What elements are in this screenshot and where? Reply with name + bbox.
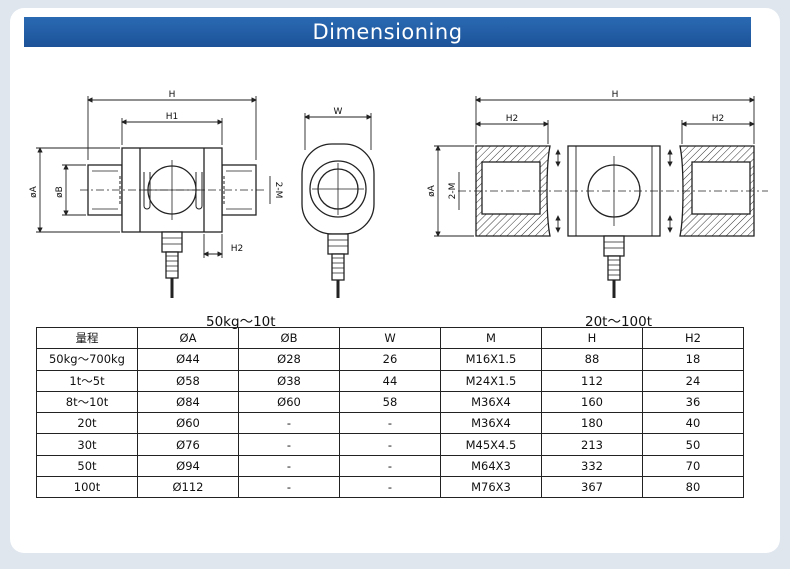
table-cell: 332 <box>541 454 643 478</box>
dim-label-h2-right: H2 <box>712 114 725 124</box>
dim-label-h2-left: H2 <box>506 114 519 124</box>
table-cell: Ø44 <box>137 348 239 371</box>
table-cell: Ø112 <box>137 476 239 499</box>
table-header: ØB <box>238 326 340 350</box>
dim-label-h-right: H <box>612 90 619 100</box>
table-cell: M36X4 <box>440 390 542 414</box>
table-header: M <box>440 326 542 350</box>
table-cell: M24X1.5 <box>440 369 542 392</box>
dim-label-m: 2-M <box>273 182 283 199</box>
table-cell: 36 <box>642 390 744 414</box>
table-cell: 40 <box>642 412 744 435</box>
table-cell: 367 <box>541 476 643 499</box>
right-view <box>458 145 768 298</box>
dim-label-h1: H1 <box>166 112 179 122</box>
table-cell: - <box>339 412 441 435</box>
dim-label-m-right: 2-M <box>448 183 458 200</box>
table-row: 50t Ø94 - - M64X3 332 70 <box>36 454 744 478</box>
table-cell: 58 <box>339 390 441 414</box>
table-row: 1t〜5t Ø58 Ø38 44 M24X1.5 112 24 <box>36 369 744 392</box>
table-cell: 44 <box>339 369 441 392</box>
table-header: 量程 <box>36 326 138 350</box>
table-cell: - <box>238 433 340 456</box>
end-view-dimension <box>304 113 372 150</box>
table-cell: 112 <box>541 369 643 392</box>
table-cell: 160 <box>541 390 643 414</box>
table-cell: 30t <box>36 433 138 456</box>
table-cell: - <box>339 476 441 499</box>
table-header: ØA <box>137 326 239 350</box>
section-banner: Dimensioning <box>24 17 751 47</box>
table-cell: M45X4.5 <box>440 433 542 456</box>
table-cell: 50 <box>642 433 744 456</box>
dimension-table: 量程 ØA ØB W M H H2 50kg〜700kg Ø44 Ø28 26 … <box>36 326 744 499</box>
table-cell: 213 <box>541 433 643 456</box>
table-cell: Ø76 <box>137 433 239 456</box>
table-cell: 1t〜5t <box>36 369 138 392</box>
table-cell: 70 <box>642 454 744 478</box>
dim-label-h: H <box>169 90 176 100</box>
table-row: 100t Ø112 - - M76X3 367 80 <box>36 476 744 499</box>
table-cell: Ø84 <box>137 390 239 414</box>
table-cell: M76X3 <box>440 476 542 499</box>
table-cell: - <box>238 454 340 478</box>
table-cell: Ø58 <box>137 369 239 392</box>
table-cell: Ø28 <box>238 348 340 371</box>
section-title: Dimensioning <box>312 20 463 44</box>
right-dimension-lines <box>434 96 755 237</box>
table-cell: - <box>238 476 340 499</box>
left-end-view <box>301 143 375 298</box>
table-cell: 26 <box>339 348 441 371</box>
table-cell: - <box>339 433 441 456</box>
table-cell: M16X1.5 <box>440 348 542 371</box>
table-cell: 20t <box>36 412 138 435</box>
table-row: 8t〜10t Ø84 Ø60 58 M36X4 160 36 <box>36 390 744 414</box>
dim-label-h2: H2 <box>231 244 244 254</box>
table-cell: Ø94 <box>137 454 239 478</box>
table-row: 30t Ø76 - - M45X4.5 213 50 <box>36 433 744 456</box>
table-header: H <box>541 326 643 350</box>
dim-label-w: W <box>334 107 343 117</box>
table-cell: - <box>238 412 340 435</box>
table-header: H2 <box>642 326 744 350</box>
dim-label-phi-a-right: øA <box>427 184 437 197</box>
table-header-row: 量程 ØA ØB W M H H2 <box>36 326 744 350</box>
table-cell: M36X4 <box>440 412 542 435</box>
dim-label-phi-b: øB <box>55 186 65 198</box>
table-cell: 24 <box>642 369 744 392</box>
table-cell: 8t〜10t <box>36 390 138 414</box>
dim-label-phi-a: øA <box>29 185 39 198</box>
table-cell: Ø60 <box>137 412 239 435</box>
left-side-view <box>80 147 264 298</box>
left-dimension-lines <box>36 96 271 258</box>
table-cell: 88 <box>541 348 643 371</box>
table-row: 50kg〜700kg Ø44 Ø28 26 M16X1.5 88 18 <box>36 348 744 371</box>
right-caption: 20t〜100t <box>585 314 653 330</box>
table-cell: M64X3 <box>440 454 542 478</box>
left-caption: 50kg〜10t <box>206 314 276 330</box>
right-dimension-labels: H H2 H2 øA 2-M <box>427 90 724 199</box>
table-cell: 100t <box>36 476 138 499</box>
table-header: W <box>339 326 441 350</box>
left-dimension-labels: H H1 øA øB 2-M H2 <box>29 90 283 254</box>
table-cell: Ø60 <box>238 390 340 414</box>
table-cell: 80 <box>642 476 744 499</box>
table-cell: 50kg〜700kg <box>36 348 138 371</box>
table-cell: Ø38 <box>238 369 340 392</box>
table-cell: 18 <box>642 348 744 371</box>
table-cell: 180 <box>541 412 643 435</box>
table-cell: - <box>339 454 441 478</box>
table-cell: 50t <box>36 454 138 478</box>
table-row: 20t Ø60 - - M36X4 180 40 <box>36 412 744 435</box>
